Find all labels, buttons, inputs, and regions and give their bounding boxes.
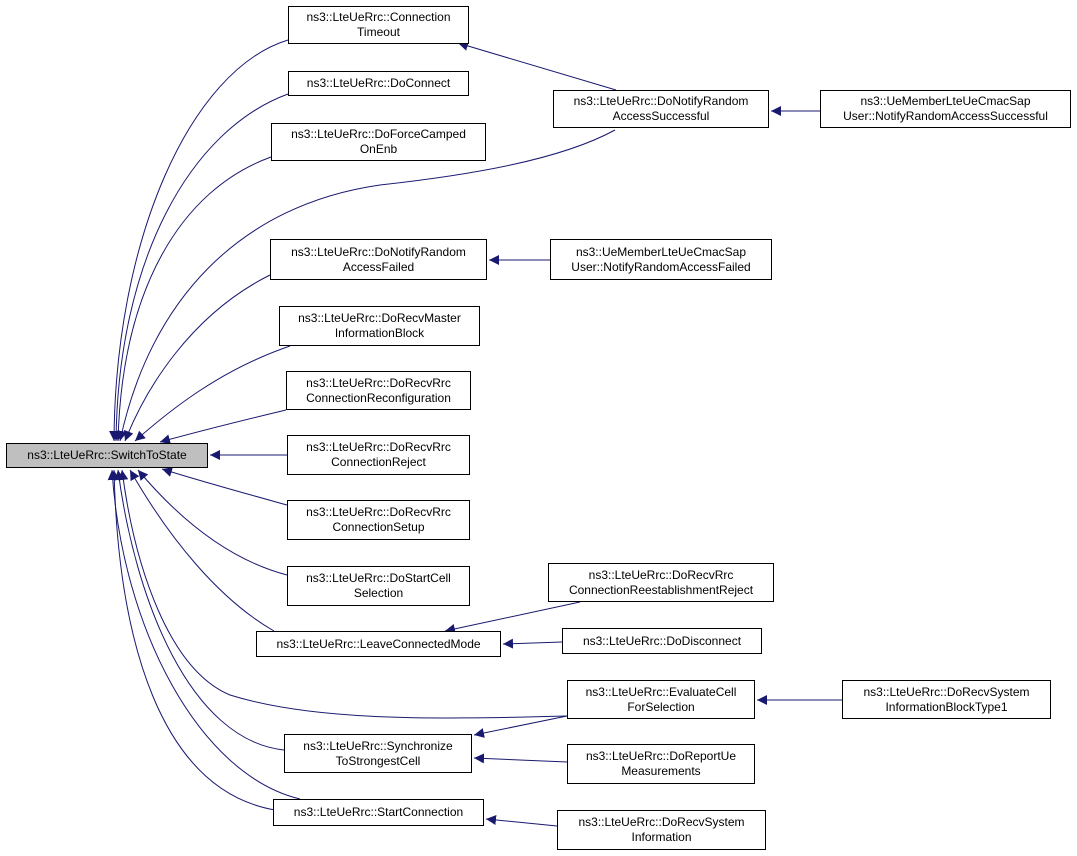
node-connection-timeout[interactable]: ns3::LteUeRrc::Connection Timeout — [288, 6, 469, 44]
node-do-recv-rrc-connection-reject[interactable]: ns3::LteUeRrc::DoRecvRrc ConnectionRejec… — [287, 435, 470, 475]
node-evaluate-cell-for-selection[interactable]: ns3::LteUeRrc::EvaluateCell ForSelection — [567, 680, 755, 719]
edge-do-recv-master-information-block-to-switch-to-state — [134, 345, 291, 442]
node-label-line: InformationBlockType1 — [885, 699, 1008, 714]
node-ue-member-notify-random-access-failed[interactable]: ns3::UeMemberLteUeCmacSap User::NotifyRa… — [550, 239, 772, 280]
edge-do-connect-to-switch-to-state — [111, 93, 289, 442]
node-label-line: ns3::LteUeRrc::DoRecvSystem — [863, 684, 1030, 699]
node-label-line: ns3::LteUeRrc::DoRecvMaster — [298, 311, 461, 325]
node-label-line: ns3::LteUeRrc::DoConnect — [306, 76, 451, 90]
node-do-notify-random-access-successful[interactable]: ns3::LteUeRrc::DoNotifyRandom AccessSucc… — [553, 90, 769, 128]
node-label-line: ns3::LteUeRrc::DoForceCamped — [291, 127, 466, 141]
node-label-line: ns3::LteUeRrc::DoRecvRrc — [306, 440, 451, 454]
node-switch-to-state[interactable]: ns3::LteUeRrc::SwitchToState — [6, 443, 208, 468]
edge-do-start-cell-selection-to-switch-to-state — [137, 469, 288, 576]
edge-evaluate-cell-for-selection-to-switch-to-state — [118, 469, 568, 719]
node-label-line: Selection — [353, 586, 404, 600]
node-label-line: ns3::LteUeRrc::EvaluateCell — [585, 684, 737, 699]
node-do-recv-rrc-connection-reconfiguration[interactable]: ns3::LteUeRrc::DoRecvRrc ConnectionRecon… — [286, 371, 471, 410]
node-label-line: OnEnb — [359, 142, 398, 156]
edge-connection-timeout-to-switch-to-state — [109, 39, 289, 442]
node-do-notify-random-access-failed[interactable]: ns3::LteUeRrc::DoNotifyRandom AccessFail… — [270, 239, 487, 280]
node-label-line: Measurements — [621, 764, 701, 778]
node-leave-connected-mode[interactable]: ns3::LteUeRrc::LeaveConnectedMode — [256, 631, 501, 657]
node-label-line: ns3::LteUeRrc::DoRecvRrc — [306, 375, 451, 390]
node-label-line: ns3::LteUeRrc::Connection — [306, 10, 451, 24]
edge-evaluate-cell-for-selection-to-synchronize-to-strongest-cell — [473, 715, 568, 738]
node-label-line: ConnectionReject — [331, 455, 426, 469]
node-do-disconnect[interactable]: ns3::LteUeRrc::DoDisconnect — [562, 628, 762, 654]
node-ue-member-notify-random-access-successful[interactable]: ns3::UeMemberLteUeCmacSap User::NotifyRa… — [820, 90, 1071, 128]
node-do-force-camped-on-enb[interactable]: ns3::LteUeRrc::DoForceCamped OnEnb — [271, 123, 486, 161]
node-start-connection[interactable]: ns3::LteUeRrc::StartConnection — [273, 799, 484, 826]
node-label-line: ns3::UeMemberLteUeCmacSap — [575, 244, 747, 259]
edge-leave-connected-mode-to-switch-to-state — [129, 469, 275, 632]
edge-do-notify-random-access-failed-to-switch-to-state — [123, 274, 271, 442]
node-label-line: ns3::LteUeRrc::Synchronize — [303, 738, 453, 753]
node-label-line: AccessFailed — [342, 259, 415, 274]
node-label-line: ns3::LteUeRrc::DoNotifyRandom — [573, 94, 749, 108]
node-label-line: ns3::LteUeRrc::DoNotifyRandom — [291, 244, 466, 259]
node-label-line: User::NotifyRandomAccessFailed — [571, 259, 751, 274]
edge-do-recv-rrc-connection-reconfiguration-to-switch-to-state — [159, 409, 287, 445]
node-do-connect[interactable]: ns3::LteUeRrc::DoConnect — [288, 71, 469, 96]
edge-do-force-camped-on-enb-to-switch-to-state — [113, 156, 272, 442]
node-label-line: ns3::LteUeRrc::DoStartCell — [306, 571, 451, 585]
node-label-line: InformationBlock — [334, 326, 425, 340]
edge-do-recv-rrc-connection-reestablishment-reject-to-leave-connected-mode — [444, 601, 581, 634]
node-label-line: ConnectionReconfiguration — [306, 390, 451, 405]
edge-do-report-ue-measurements-to-synchronize-to-strongest-cell — [473, 753, 568, 764]
node-do-recv-system-information[interactable]: ns3::LteUeRrc::DoRecvSystem Information — [557, 810, 766, 850]
node-do-recv-rrc-connection-reestablishment-reject[interactable]: ns3::LteUeRrc::DoRecvRrc ConnectionReest… — [548, 563, 774, 602]
node-label-line: Information — [631, 830, 692, 844]
node-do-recv-master-information-block[interactable]: ns3::LteUeRrc::DoRecvMaster InformationB… — [279, 306, 480, 346]
node-label-line: ns3::UeMemberLteUeCmacSap — [860, 94, 1031, 108]
edge-start-connection-to-switch-to-state-secondary — [107, 469, 301, 800]
node-label-line: ConnectionSetup — [332, 520, 425, 534]
node-do-start-cell-selection[interactable]: ns3::LteUeRrc::DoStartCell Selection — [287, 566, 470, 606]
node-do-report-ue-measurements[interactable]: ns3::LteUeRrc::DoReportUe Measurements — [567, 744, 755, 784]
node-label-line: ns3::LteUeRrc::StartConnection — [293, 805, 464, 819]
edge-do-notify-random-access-successful-to-switch-to-state — [117, 129, 616, 442]
node-label-line: ns3::LteUeRrc::DoReportUe — [585, 749, 737, 763]
node-do-recv-rrc-connection-setup[interactable]: ns3::LteUeRrc::DoRecvRrc ConnectionSetup — [287, 500, 470, 540]
node-do-recv-system-information-block-type1[interactable]: ns3::LteUeRrc::DoRecvSystem InformationB… — [842, 680, 1051, 719]
node-label-line: ns3::LteUeRrc::LeaveConnectedMode — [276, 636, 481, 651]
edge-do-disconnect-to-leave-connected-mode — [502, 638, 563, 649]
node-label-line: ns3::LteUeRrc::DoRecvRrc — [588, 567, 734, 582]
edge-do-notify-random-access-successful-to-connection-timeout — [457, 41, 617, 91]
node-label-line: ForSelection — [627, 699, 695, 714]
edge-do-recv-rrc-connection-setup-to-switch-to-state — [161, 467, 288, 506]
node-label-line: ns3::LteUeRrc::DoRecvSystem — [578, 815, 745, 829]
node-label-line: ns3::LteUeRrc::DoRecvRrc — [306, 505, 451, 519]
edge-synchronize-to-strongest-cell-to-switch-to-state — [114, 469, 285, 751]
node-label-line: ns3::LteUeRrc::DoDisconnect — [582, 633, 742, 648]
node-label-line: User::NotifyRandomAccessSuccessful — [843, 109, 1048, 123]
node-synchronize-to-strongest-cell[interactable]: ns3::LteUeRrc::Synchronize ToStrongestCe… — [284, 734, 472, 773]
node-label-line: ConnectionReestablishmentReject — [568, 582, 754, 597]
node-label-line: AccessSuccessful — [612, 109, 710, 123]
edge-start-connection-to-switch-to-state — [109, 469, 276, 811]
node-label-line: Timeout — [357, 25, 400, 39]
node-label-line: ToStrongestCell — [335, 753, 421, 768]
edge-do-recv-system-information-to-start-connection — [485, 815, 558, 827]
node-label-line: ns3::LteUeRrc::SwitchToState — [27, 448, 187, 462]
